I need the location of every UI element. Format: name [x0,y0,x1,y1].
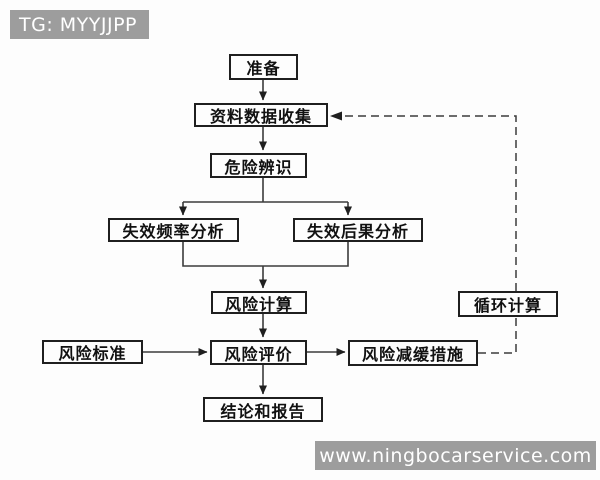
flow-node-failure-consequence-analysis: 失效后果分析 [293,218,423,242]
watermark-bottom-right: www.ningbocarservice.com [315,441,596,470]
flow-node-prepare: 准备 [229,54,298,80]
flow-node-risk-calculation: 风险计算 [211,291,307,314]
flow-node-data-collection: 资料数据收集 [194,103,328,127]
flow-node-risk-mitigation: 风险减缓措施 [348,340,478,366]
dashed-feedback-arrowhead [330,111,342,121]
flow-node-failure-frequency-analysis: 失效频率分析 [108,218,239,242]
solid-connectors [143,80,352,395]
flow-node-risk-evaluation: 风险评价 [210,340,307,365]
flow-node-conclusion-report: 结论和报告 [203,397,323,422]
merge-bar [182,242,349,267]
flow-node-hazard-identification: 危险辨识 [210,153,307,178]
dashed-connectors [341,115,517,354]
dashed-loop-to-data-collection [341,115,517,291]
flow-node-loop-calculation: 循环计算 [458,291,558,317]
flow-node-risk-criteria: 风险标准 [42,340,143,364]
dashed-mitigation-to-loop [478,317,517,354]
watermark-top-left: TG: MYYJJPP [10,10,149,39]
